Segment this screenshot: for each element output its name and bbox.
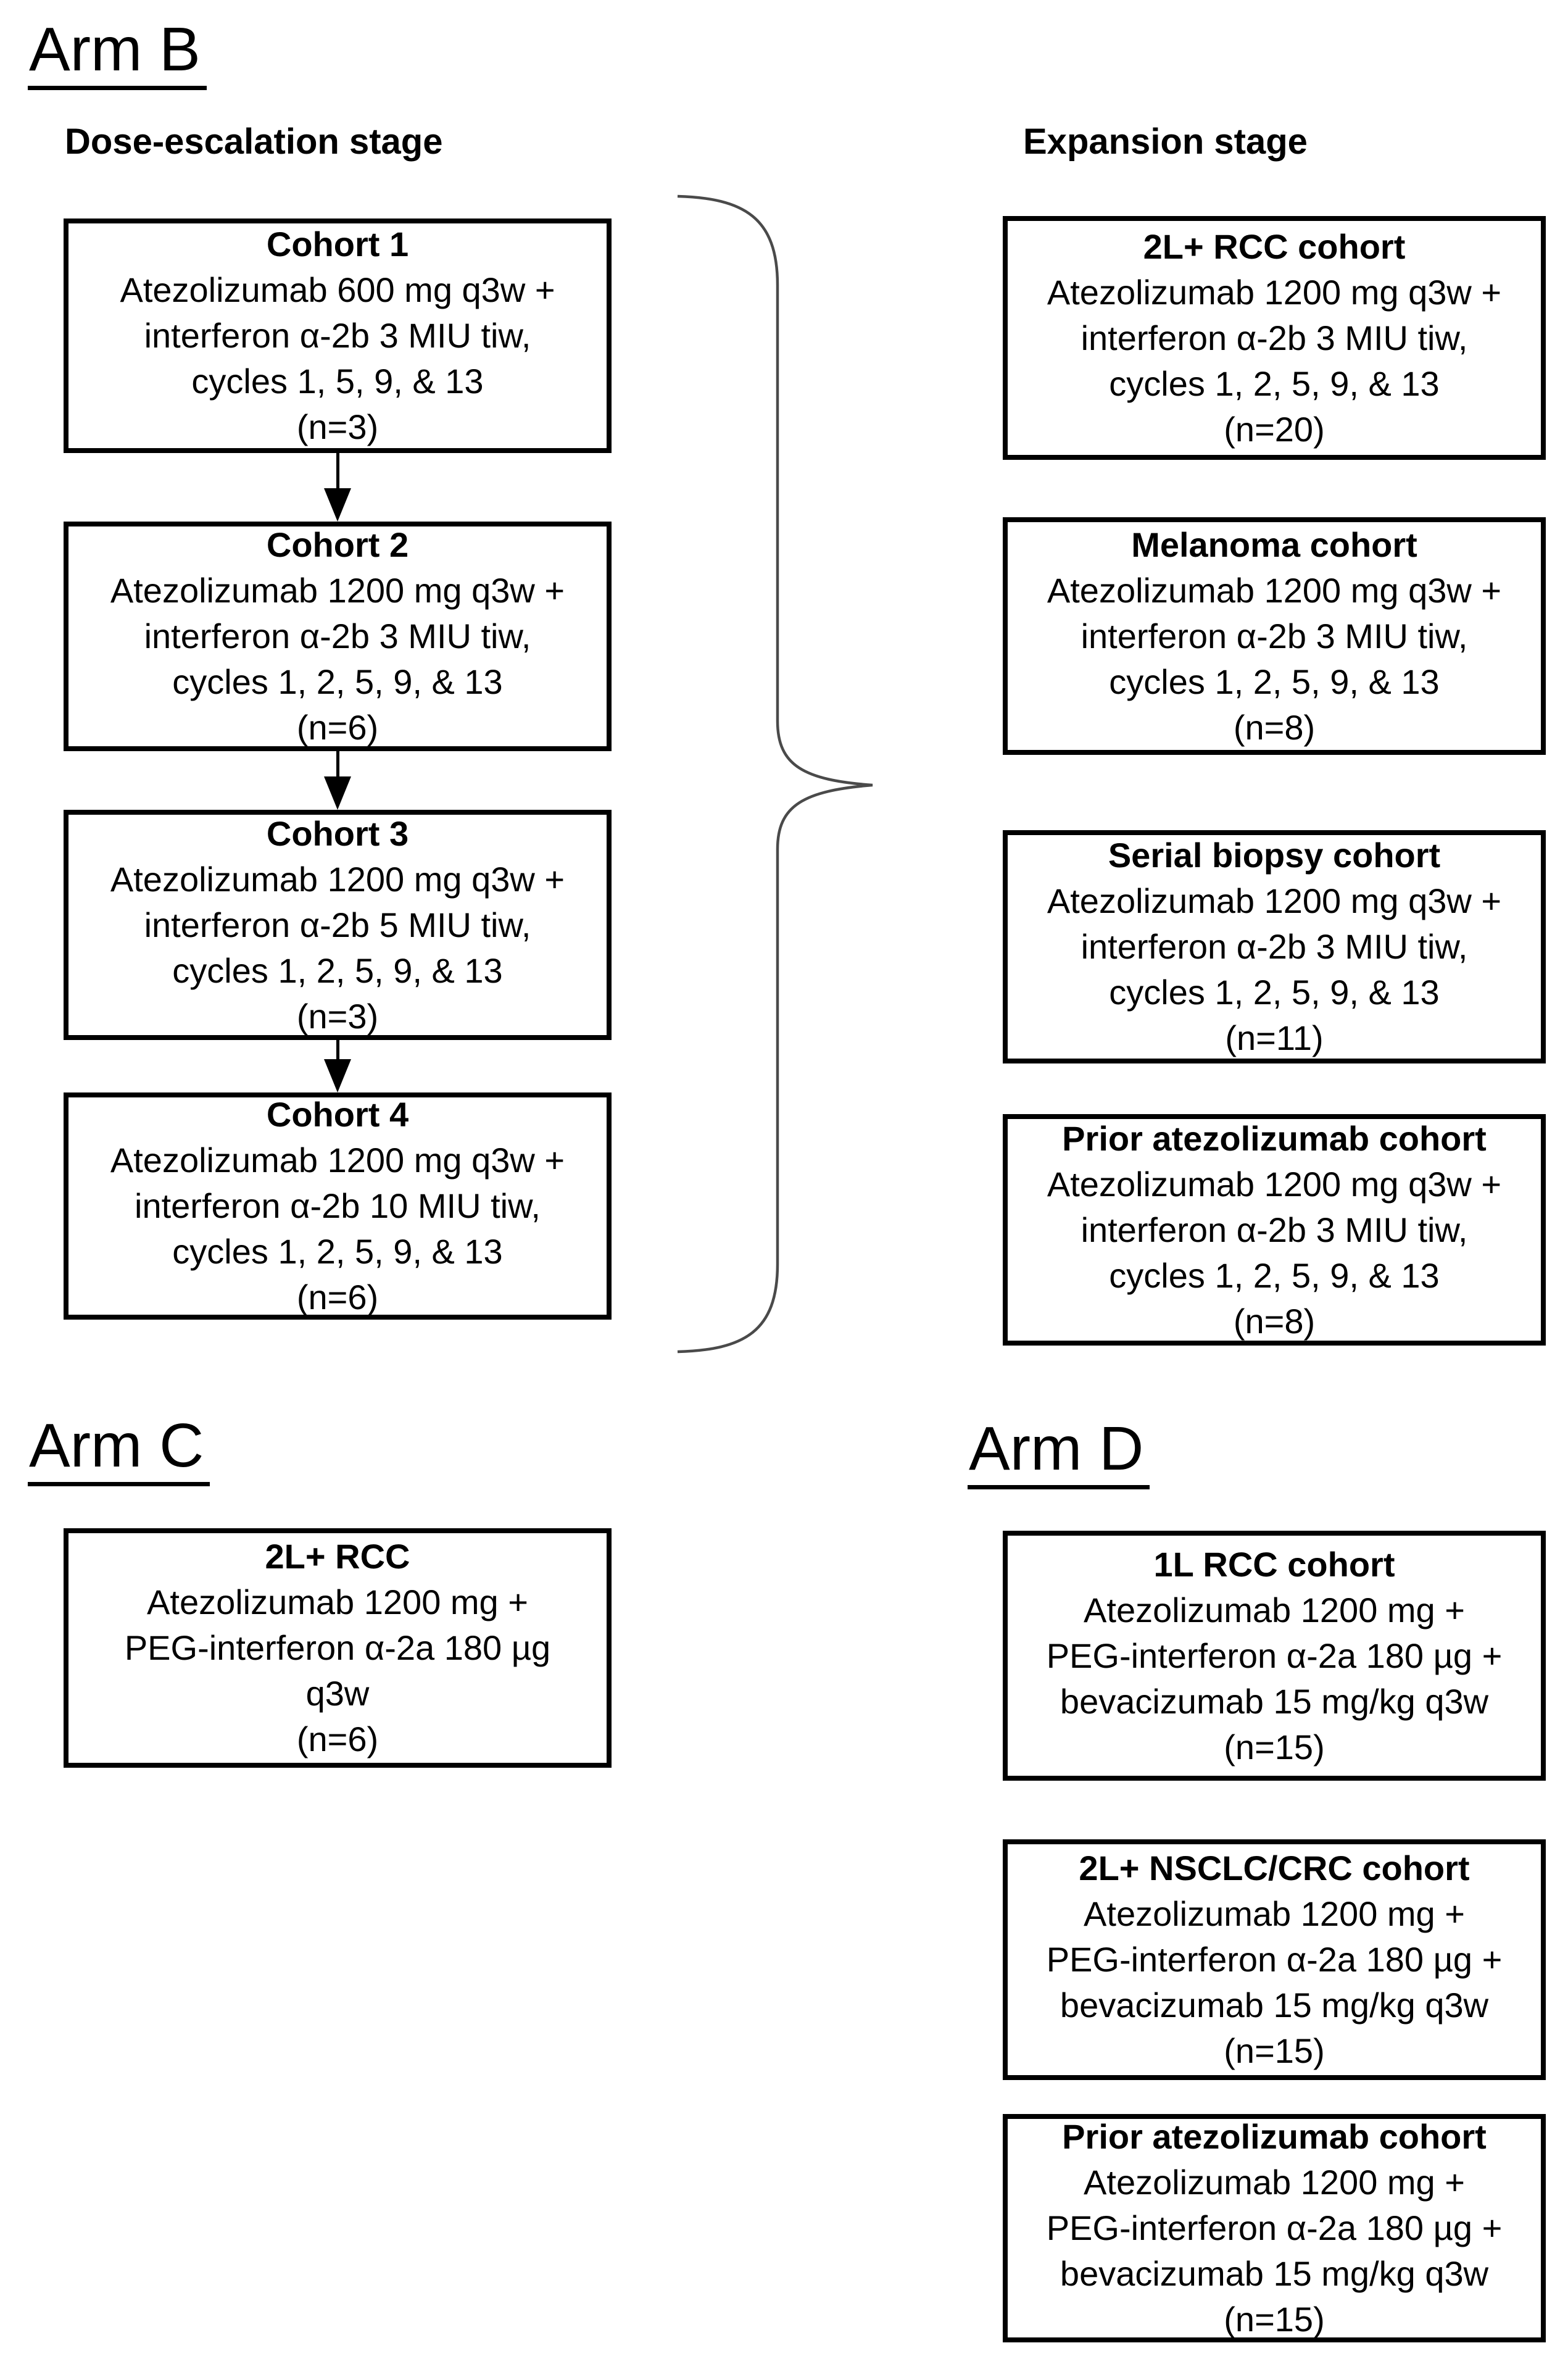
down-arrow-icon bbox=[324, 453, 351, 522]
arrow-head bbox=[324, 488, 351, 522]
arm-c-2l-rcc-box: 2L+ RCC Atezolizumab 1200 mg + PEG-inter… bbox=[64, 1528, 612, 1768]
cohort-box-line: interferon α-2b 10 MIU tiw, bbox=[135, 1186, 541, 1225]
cohort-box-line: Atezolizumab 1200 mg q3w + bbox=[110, 859, 565, 899]
cohort-4-box: Cohort 4 Atezolizumab 1200 mg q3w + inte… bbox=[64, 1092, 612, 1320]
expansion-stage-header: Expansion stage bbox=[1023, 122, 1308, 162]
arm-d-1l-rcc-box: 1L RCC cohort Atezolizumab 1200 mg + PEG… bbox=[1003, 1531, 1546, 1781]
arrow-shaft bbox=[336, 751, 339, 776]
arm-c-title: Arm C bbox=[28, 1413, 210, 1486]
cohort-box-line: interferon α-2b 3 MIU tiw, bbox=[1081, 927, 1468, 966]
cohort-box-line: cycles 1, 2, 5, 9, & 13 bbox=[1109, 662, 1440, 701]
cohort-box-line: cycles 1, 5, 9, & 13 bbox=[191, 362, 484, 401]
down-arrow-icon bbox=[324, 751, 351, 810]
cohort-box-line: cycles 1, 2, 5, 9, & 13 bbox=[172, 1232, 503, 1271]
cohort-box-line: Atezolizumab 1200 mg + bbox=[1084, 1590, 1465, 1629]
cohort-box-title: Cohort 2 bbox=[266, 525, 409, 564]
cohort-box-line: Atezolizumab 1200 mg q3w + bbox=[1047, 272, 1502, 312]
cohort-box-line: cycles 1, 2, 5, 9, & 13 bbox=[1109, 973, 1440, 1012]
cohort-box-line: bevacizumab 15 mg/kg q3w bbox=[1060, 1986, 1489, 2025]
cohort-box-line: PEG-interferon α-2a 180 µg bbox=[124, 1628, 551, 1667]
down-arrow-icon bbox=[324, 1040, 351, 1092]
cohort-box-line: bevacizumab 15 mg/kg q3w bbox=[1060, 2254, 1489, 2293]
cohort-box-line: (n=15) bbox=[1224, 1727, 1325, 1767]
cohort-box-title: Melanoma cohort bbox=[1131, 525, 1417, 564]
arrow-head bbox=[324, 1059, 351, 1092]
cohort-box-line: PEG-interferon α-2a 180 µg + bbox=[1046, 2208, 1503, 2247]
cohort-box-line: cycles 1, 2, 5, 9, & 13 bbox=[172, 951, 503, 990]
cohort-box-line: interferon α-2b 5 MIU tiw, bbox=[144, 905, 531, 944]
cohort-box-line: interferon α-2b 3 MIU tiw, bbox=[1081, 616, 1468, 655]
cohort-box-title: Prior atezolizumab cohort bbox=[1062, 1118, 1487, 1158]
cohort-box-line: PEG-interferon α-2a 180 µg + bbox=[1046, 1636, 1503, 1675]
cohort-box-title: Cohort 4 bbox=[266, 1095, 409, 1134]
cohort-box-line: cycles 1, 2, 5, 9, & 13 bbox=[1109, 364, 1440, 403]
cohort-2-box: Cohort 2 Atezolizumab 1200 mg q3w + inte… bbox=[64, 522, 612, 751]
cohort-box-line: (n=8) bbox=[1233, 707, 1316, 747]
cohort-box-line: cycles 1, 2, 5, 9, & 13 bbox=[1109, 1255, 1440, 1295]
cohort-box-line: cycles 1, 2, 5, 9, & 13 bbox=[172, 662, 503, 701]
cohort-box-line: interferon α-2b 3 MIU tiw, bbox=[1081, 318, 1468, 357]
cohort-box-title: 2L+ NSCLC/CRC cohort bbox=[1079, 1849, 1470, 1887]
expansion-2l-rcc-box: 2L+ RCC cohort Atezolizumab 1200 mg q3w … bbox=[1003, 216, 1546, 460]
cohort-box-line: (n=8) bbox=[1233, 1301, 1316, 1341]
cohort-box-line: Atezolizumab 1200 mg + bbox=[1084, 2163, 1465, 2202]
cohort-box-line: q3w bbox=[305, 1674, 370, 1713]
cohort-box-title: Prior atezolizumab cohort bbox=[1062, 2117, 1487, 2156]
dose-escalation-stage-header: Dose-escalation stage bbox=[65, 122, 443, 162]
cohort-box-line: Atezolizumab 1200 mg q3w + bbox=[110, 571, 565, 610]
arm-d-prior-atezolizumab-box: Prior atezolizumab cohort Atezolizumab 1… bbox=[1003, 2114, 1546, 2342]
cohort-box-line: PEG-interferon α-2a 180 µg + bbox=[1046, 1940, 1503, 1979]
cohort-box-line: Atezolizumab 1200 mg q3w + bbox=[1047, 881, 1502, 920]
arrow-shaft bbox=[336, 453, 339, 488]
cohort-box-line: (n=6) bbox=[296, 708, 379, 747]
cohort-box-line: interferon α-2b 3 MIU tiw, bbox=[144, 316, 531, 355]
arrow-head bbox=[324, 776, 351, 810]
cohort-box-line: Atezolizumab 600 mg q3w + bbox=[120, 270, 555, 309]
cohort-box-title: 2L+ RCC bbox=[265, 1537, 410, 1576]
cohort-box-line: Atezolizumab 1200 mg q3w + bbox=[110, 1141, 565, 1180]
expansion-prior-atezolizumab-box: Prior atezolizumab cohort Atezolizumab 1… bbox=[1003, 1114, 1546, 1346]
cohort-box-line: (n=15) bbox=[1224, 2031, 1325, 2070]
cohort-box-title: Serial biopsy cohort bbox=[1108, 836, 1441, 875]
expansion-melanoma-box: Melanoma cohort Atezolizumab 1200 mg q3w… bbox=[1003, 517, 1546, 755]
cohort-box-line: interferon α-2b 3 MIU tiw, bbox=[1081, 1210, 1468, 1249]
arm-d-title: Arm D bbox=[968, 1417, 1150, 1489]
cohort-box-line: bevacizumab 15 mg/kg q3w bbox=[1060, 1681, 1489, 1721]
cohort-box-line: (n=11) bbox=[1225, 1018, 1324, 1057]
cohort-box-line: (n=6) bbox=[296, 1278, 379, 1317]
cohort-box-line: (n=6) bbox=[296, 1720, 379, 1758]
cohort-box-title: 2L+ RCC cohort bbox=[1143, 227, 1406, 266]
cohort-box-line: (n=15) bbox=[1224, 2300, 1325, 2339]
cohort-3-box: Cohort 3 Atezolizumab 1200 mg q3w + inte… bbox=[64, 810, 612, 1040]
cohort-box-title: Cohort 1 bbox=[266, 225, 409, 264]
cohort-box-line: Atezolizumab 1200 mg q3w + bbox=[1047, 570, 1502, 610]
cohort-box-line: (n=3) bbox=[296, 996, 379, 1036]
cohort-box-line: (n=3) bbox=[296, 407, 379, 446]
cohort-box-line: Atezolizumab 1200 mg + bbox=[147, 1583, 528, 1621]
arrow-shaft bbox=[336, 1040, 339, 1059]
cohort-box-line: Atezolizumab 1200 mg q3w + bbox=[1047, 1164, 1502, 1204]
cohort-box-title: 1L RCC cohort bbox=[1153, 1544, 1395, 1584]
cohort-box-title: Cohort 3 bbox=[266, 814, 409, 853]
cohort-box-line: Atezolizumab 1200 mg + bbox=[1084, 1894, 1465, 1933]
arm-b-title: Arm B bbox=[28, 17, 207, 90]
cohort-box-line: interferon α-2b 3 MIU tiw, bbox=[144, 617, 531, 655]
cohort-1-box: Cohort 1 Atezolizumab 600 mg q3w + inter… bbox=[64, 218, 612, 453]
cohort-box-line: (n=20) bbox=[1224, 409, 1325, 449]
expansion-serial-biopsy-box: Serial biopsy cohort Atezolizumab 1200 m… bbox=[1003, 830, 1546, 1063]
arm-d-nsclc-crc-box: 2L+ NSCLC/CRC cohort Atezolizumab 1200 m… bbox=[1003, 1839, 1546, 2080]
